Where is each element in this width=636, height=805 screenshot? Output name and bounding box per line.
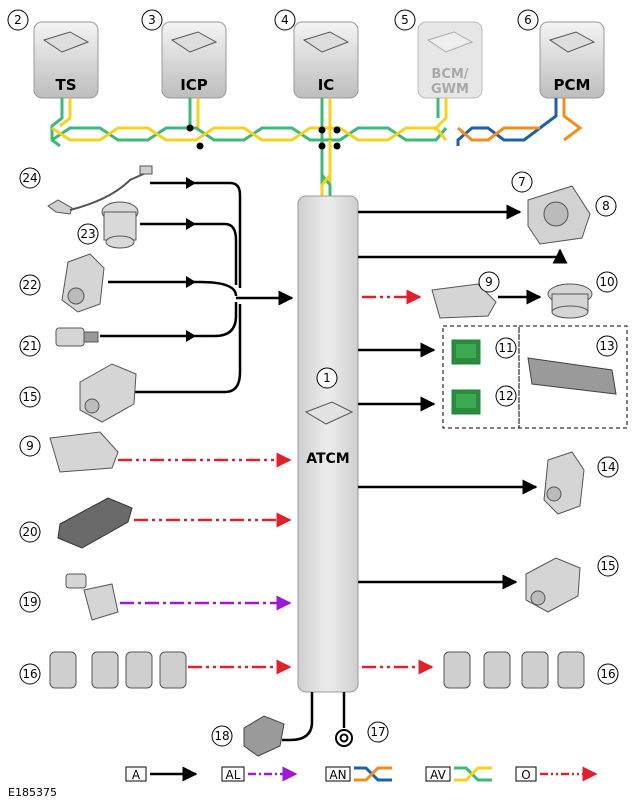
- component-17-ground: [335, 729, 353, 747]
- legend-av-code: AV: [430, 768, 446, 782]
- module-ic-label: IC: [318, 76, 335, 94]
- legend-an-orange: [354, 766, 392, 782]
- component-14-actuator: [543, 451, 585, 515]
- component-9-right-keypad: [431, 283, 497, 319]
- component-15-actuator-left: [79, 363, 137, 423]
- component-22-actuator: [61, 253, 105, 313]
- component-13-fuse-box: [527, 357, 617, 395]
- figure-id: E185375: [8, 786, 57, 799]
- callout-9-right: 9: [485, 275, 493, 289]
- bottom-wires: [282, 692, 346, 742]
- module-bcm-gwm: BCM/ GWM: [417, 21, 483, 99]
- component-20-module: [57, 497, 133, 549]
- callout-1: 1: [323, 371, 331, 385]
- callout-24: 24: [22, 171, 37, 185]
- callout-2: 2: [14, 13, 22, 27]
- right-red-links: [362, 289, 434, 675]
- component-19-sensor: [65, 573, 119, 621]
- callout-15-left: 15: [22, 390, 37, 404]
- component-12-relay: [451, 389, 481, 415]
- callout-6: 6: [524, 13, 532, 27]
- bus-junction-dots: [186, 124, 341, 150]
- component-23-sensor: [101, 201, 139, 249]
- legend-an-code: AN: [329, 768, 346, 782]
- legend-a-code: A: [132, 768, 141, 782]
- callout-5: 5: [401, 13, 409, 27]
- legend-av-yellow: [454, 766, 492, 782]
- component-15-actuator-right: [525, 557, 581, 613]
- callout-19: 19: [22, 595, 37, 609]
- callout-7: 7: [518, 175, 526, 189]
- component-11-relay: [451, 339, 481, 365]
- module-ts-label: TS: [55, 76, 76, 94]
- callout-16-right: 16: [600, 667, 615, 681]
- component-16-right-actuators: [443, 651, 585, 689]
- legend-al-code: AL: [226, 768, 241, 782]
- callouts-left: 24 23 22 21 15 9 20 19 16: [19, 167, 99, 685]
- callouts-right: 7 8 9 10 11 12 13 14 15 16: [478, 171, 619, 685]
- component-7-8-compressor: [527, 185, 591, 245]
- component-18-fuse: [243, 715, 285, 757]
- left-arrowheads: [186, 177, 196, 342]
- module-ic: IC: [293, 21, 359, 99]
- legend-o-code: O: [521, 768, 530, 782]
- bus-pcm: [456, 98, 583, 146]
- callout-16-left: 16: [22, 667, 37, 681]
- callout-15-right: 15: [600, 559, 615, 573]
- component-9-left-keypad: [49, 431, 119, 473]
- callout-10: 10: [599, 275, 614, 289]
- callout-17: 17: [370, 725, 385, 739]
- component-21-sensor: [55, 327, 99, 347]
- atcm-label: ATCM: [306, 451, 350, 467]
- callout-12: 12: [498, 389, 513, 403]
- callout-13: 13: [599, 339, 614, 353]
- relay-group-box: [442, 325, 628, 429]
- callout-4: 4: [281, 13, 289, 27]
- callout-3: 3: [148, 13, 156, 27]
- module-icp-label: ICP: [180, 76, 208, 94]
- callouts-top: 2 3 4 5 6: [7, 9, 539, 31]
- callout-9-left: 9: [26, 439, 34, 453]
- atcm-module: ATCM 1: [297, 195, 359, 693]
- left-red-links: [118, 452, 292, 675]
- module-bcm-label-line1: BCM/: [431, 67, 468, 82]
- callout-18: 18: [214, 729, 229, 743]
- component-24-sensor: [47, 165, 153, 215]
- component-10-part: [547, 283, 593, 319]
- bus-hs-can: [50, 98, 448, 198]
- module-bcm-label-line2: GWM: [431, 82, 469, 97]
- callout-22: 22: [22, 278, 37, 292]
- module-pcm-label: PCM: [554, 76, 591, 94]
- callout-14: 14: [600, 460, 615, 474]
- left-input-wires: [100, 181, 294, 394]
- module-ts: TS: [33, 21, 99, 99]
- legend: A AL AN AV O: [125, 766, 598, 782]
- callout-21: 21: [22, 339, 37, 353]
- callout-11: 11: [498, 341, 513, 355]
- module-pcm: PCM: [539, 21, 605, 99]
- callouts-bottom: 18 17: [211, 721, 389, 747]
- right-output-wires: [358, 204, 568, 590]
- callout-20: 20: [22, 525, 37, 539]
- callout-23: 23: [80, 227, 95, 241]
- callout-8: 8: [602, 199, 610, 213]
- module-icp: ICP: [161, 21, 227, 99]
- component-16-left-actuators: [49, 651, 187, 689]
